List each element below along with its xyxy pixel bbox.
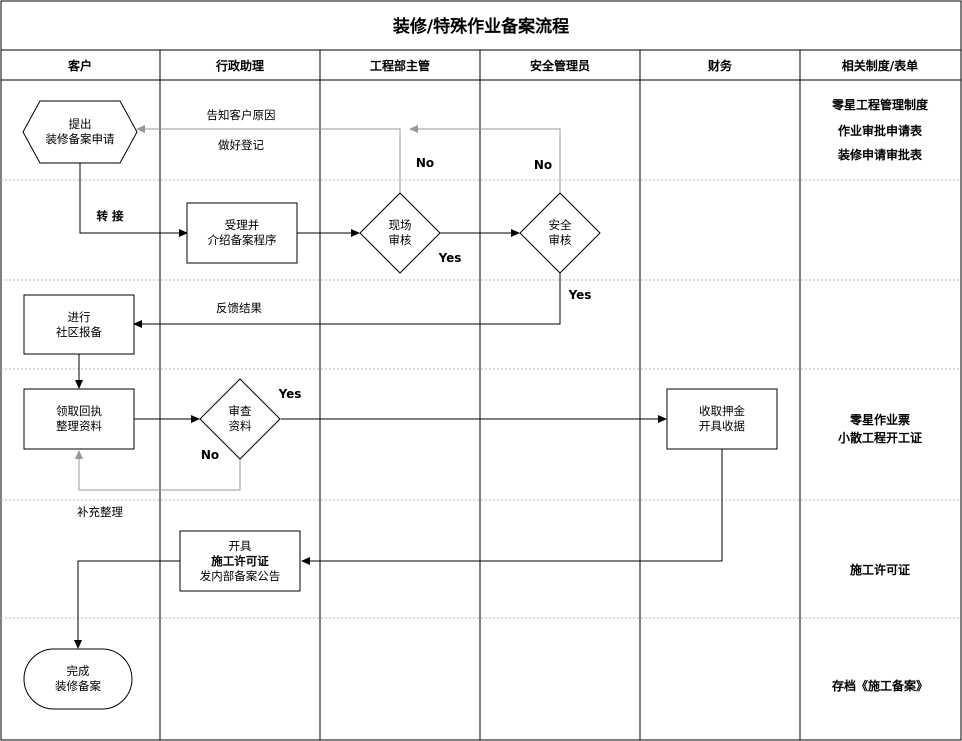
row-dividers bbox=[1, 179, 961, 619]
node-submit-line2: 装修备案申请 bbox=[46, 132, 115, 146]
lane-header-related-docs: 相关制度/表单 bbox=[842, 58, 918, 73]
node-collect-deposit: 收取押金 开具收据 bbox=[666, 388, 778, 450]
node-submit-line1: 提出 bbox=[69, 117, 92, 131]
label-feedback: 反馈结果 bbox=[216, 301, 262, 315]
node-permit-line2: 施工许可证 bbox=[211, 554, 269, 568]
doc-construction-permit: 施工许可证 bbox=[850, 562, 910, 577]
node-deposit-line1: 收取押金 bbox=[699, 404, 745, 418]
node-done-line2: 装修备案 bbox=[55, 679, 101, 693]
label-site-yes: Yes bbox=[438, 251, 462, 265]
node-receipt-line2: 整理资料 bbox=[56, 419, 102, 433]
label-notify-reason: 告知客户原因 bbox=[207, 108, 276, 122]
edge-site-review-no bbox=[136, 125, 401, 193]
node-site-review-line1: 现场 bbox=[389, 218, 412, 232]
doc-archive: 存档《施工备案》 bbox=[831, 678, 928, 693]
lane-header-safety-officer: 安全管理员 bbox=[530, 58, 590, 73]
node-submit-application: 提出 装修备案申请 bbox=[22, 100, 138, 164]
label-supplement: 补充整理 bbox=[77, 505, 123, 519]
label-doc-no: No bbox=[201, 448, 219, 462]
lane-header-engineering-supervisor: 工程部主管 bbox=[370, 58, 430, 73]
node-safety-review-line2: 审核 bbox=[549, 233, 572, 247]
node-collect-receipt: 领取回执 整理资料 bbox=[23, 388, 135, 450]
edge-safety-review-no bbox=[409, 125, 561, 193]
node-accept-and-explain: 受理并 介绍备案程序 bbox=[186, 202, 298, 264]
label-register: 做好登记 bbox=[218, 138, 264, 152]
edge-deposit-to-permit bbox=[301, 449, 723, 565]
label-doc-yes: Yes bbox=[278, 387, 302, 401]
doc-start-certificate: 小散工程开工证 bbox=[838, 430, 922, 445]
lane-header-customer: 客户 bbox=[67, 58, 92, 73]
node-doc-review-line1: 审查 bbox=[229, 404, 252, 418]
node-permit-line1: 开具 bbox=[229, 539, 252, 553]
node-safety-review: 安全 审核 bbox=[519, 192, 601, 274]
doc-renovation-approval-form: 装修申请审批表 bbox=[837, 147, 923, 162]
node-document-review: 审查 资料 bbox=[199, 378, 281, 460]
node-site-review-line2: 审核 bbox=[389, 233, 412, 247]
lane-header-admin-assistant: 行政助理 bbox=[215, 58, 264, 73]
edge-safety-review-yes bbox=[133, 273, 561, 328]
doc-work-ticket: 零星作业票 bbox=[849, 412, 910, 427]
node-report-line1: 进行 bbox=[68, 310, 91, 324]
node-safety-review-line1: 安全 bbox=[549, 218, 572, 232]
lane-headers: 客户 行政助理 工程部主管 安全管理员 财务 相关制度/表单 bbox=[67, 58, 918, 73]
node-doc-review-line2: 资料 bbox=[229, 419, 252, 433]
label-transfer: 转 接 bbox=[96, 209, 124, 223]
node-accept-line1: 受理并 bbox=[225, 218, 260, 232]
node-permit-line3: 发内部备案公告 bbox=[200, 569, 281, 583]
node-complete: 完成 装修备案 bbox=[23, 648, 133, 710]
node-deposit-line2: 开具收据 bbox=[699, 419, 745, 433]
node-report-line2: 社区报备 bbox=[56, 325, 102, 339]
label-safety-yes: Yes bbox=[568, 288, 592, 302]
node-accept-line2: 介绍备案程序 bbox=[208, 233, 277, 247]
label-safety-no: No bbox=[534, 158, 552, 172]
edge-permit-to-done bbox=[74, 560, 180, 649]
doc-sporadic-engineering-rules: 零星工程管理制度 bbox=[831, 97, 929, 112]
edge-submit-to-accept bbox=[79, 163, 188, 237]
doc-work-approval-form: 作业审批申请表 bbox=[838, 123, 923, 138]
diagram-title: 装修/特殊作业备案流程 bbox=[392, 16, 569, 37]
label-site-no: No bbox=[416, 156, 434, 170]
node-done-line1: 完成 bbox=[67, 664, 90, 678]
edge-doc-review-no bbox=[75, 450, 241, 491]
node-community-report: 进行 社区报备 bbox=[23, 294, 135, 355]
lane-header-finance: 财务 bbox=[707, 58, 733, 73]
node-issue-permit: 开具 施工许可证 发内部备案公告 bbox=[179, 530, 301, 592]
node-receipt-line1: 领取回执 bbox=[56, 404, 102, 418]
connectors bbox=[74, 125, 723, 649]
edge-labels: 转 接 告知客户原因 做好登记 No No Yes Yes 反馈结果 Yes N… bbox=[77, 108, 591, 519]
node-site-review: 现场 审核 bbox=[359, 192, 441, 274]
related-docs: 零星工程管理制度 作业审批申请表 装修申请审批表 零星作业票 小散工程开工证 施… bbox=[831, 97, 929, 693]
